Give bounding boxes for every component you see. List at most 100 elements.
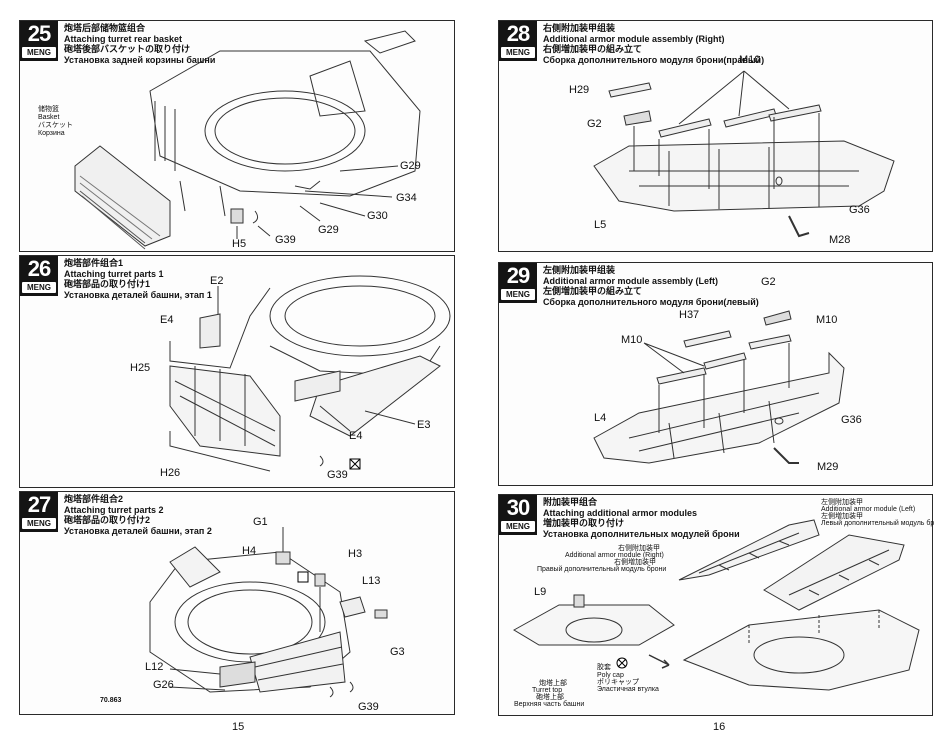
- part-M10c: [768, 104, 822, 122]
- brand-logo: MENG: [22, 282, 56, 293]
- title-ru: Сборка дополнительного модуля брони(левы…: [543, 296, 759, 307]
- title-ru: Установка деталей башни, этап 2: [64, 525, 212, 536]
- page-number-right: 16: [713, 721, 726, 733]
- part-H4: [275, 551, 291, 565]
- part-label: H25: [130, 362, 150, 374]
- part-label: H5: [232, 238, 246, 250]
- poly-cap-ja: ポリキャップ: [597, 678, 639, 686]
- poly-cap-zh: 胶套: [597, 662, 611, 671]
- page-number-left: 15: [232, 721, 245, 733]
- step-number: 29: [506, 263, 530, 288]
- title-zh: 炮塔部件组合2: [64, 494, 124, 504]
- part-H3: [314, 573, 326, 587]
- step-number: 27: [27, 492, 51, 517]
- step-number-badge: 26 MENG: [20, 256, 58, 296]
- turret-ring: [269, 275, 451, 357]
- part-label: G36: [849, 204, 870, 216]
- part-M10a: [658, 118, 712, 138]
- title-ru: Установка дополнительных модулей брони: [543, 528, 740, 539]
- left-module-en: Additional armor module (Left): [821, 506, 915, 513]
- step-28-diagram: M10 H29 G2 L5 G36 M28: [569, 54, 895, 246]
- turret-ring: [174, 581, 326, 663]
- basket: [249, 631, 346, 693]
- title-ru: Сборка дополнительного модуля брони(прав…: [543, 54, 765, 65]
- step-27-panel: 27 MENG 炮塔部件组合2 Attaching turret parts 2…: [19, 491, 455, 715]
- brand-logo: MENG: [501, 47, 535, 58]
- turret-outline: [149, 551, 351, 693]
- turret-ring: [204, 90, 366, 172]
- no-cement-icon: [297, 571, 309, 583]
- armor-plate-L5: [593, 140, 895, 212]
- step-25-panel: 25 MENG 炮塔后部储物篮组合 Attaching turret rear …: [19, 20, 455, 252]
- poly-cap-en: Poly cap: [597, 672, 624, 679]
- part-G2: [763, 310, 792, 326]
- armor-plate-L4: [593, 351, 845, 464]
- part-label: G2: [761, 276, 776, 288]
- part-label: G26: [153, 679, 174, 691]
- poly-cap-ru: Эластичная втулка: [597, 686, 659, 693]
- part-label: G36: [841, 414, 862, 426]
- brand-logo: MENG: [22, 518, 56, 529]
- turret-top-zh: 炮塔上部: [539, 678, 567, 687]
- rack-E4b: [294, 370, 341, 402]
- part-label: L13: [362, 575, 380, 587]
- title-ru: Установка задней корзины башни: [64, 54, 216, 65]
- turret-top-small: [513, 604, 675, 646]
- title-ja: 砲塔部品の取り付け1: [64, 279, 151, 289]
- part-label: G30: [367, 210, 388, 222]
- title-ja: 砲塔後部バスケットの取り付け: [64, 44, 191, 54]
- step-26-diagram: E2 E4 H25 E4 E3 H26 G39: [130, 275, 451, 481]
- part-label: H4: [242, 545, 256, 557]
- part-label: G2: [587, 118, 602, 130]
- step-27-diagram: G1 H4 H3 L13 G3 L12 G26 G39: [145, 516, 405, 713]
- poly-cap: [573, 594, 585, 608]
- part-label: E4: [349, 430, 362, 442]
- part-label: M29: [817, 461, 838, 473]
- part-label: L4: [594, 412, 606, 424]
- title-en: Additional armor module assembly (Left): [543, 275, 719, 286]
- title-ja: 砲塔部品の取り付け2: [64, 515, 151, 525]
- step-number-badge: 29 MENG: [499, 263, 537, 303]
- brand-logo: MENG: [501, 289, 535, 300]
- step-titles: 炮塔部件组合1 Attaching turret parts 1 砲塔部品の取り…: [64, 258, 212, 300]
- title-zh: 炮塔后部储物篮组合: [64, 23, 146, 33]
- step-number-badge: 30 MENG: [499, 495, 537, 535]
- part-label: H29: [569, 84, 589, 96]
- part-label: G39: [327, 469, 348, 481]
- part-H37: [683, 330, 732, 348]
- left-module-ru: Левый дополнительный модуль брони: [821, 519, 934, 527]
- part-M10b: [723, 108, 777, 128]
- title-en: Attaching turret parts 2: [64, 504, 164, 515]
- right-module-en: Additional armor module (Right): [565, 552, 664, 559]
- part-H5: [230, 208, 244, 224]
- part-label: M10: [816, 314, 837, 326]
- part-label: E2: [210, 275, 223, 287]
- rack-E2: [199, 313, 221, 349]
- step-number: 26: [27, 256, 51, 281]
- title-ja: 左側増加装甲の組み立て: [543, 286, 643, 296]
- title-en: Additional armor module assembly (Right): [543, 33, 725, 44]
- title-ja: 右側増加装甲の組み立て: [543, 44, 643, 54]
- step-26-panel: 26 MENG 炮塔部件组合1 Attaching turret parts 1…: [19, 255, 455, 488]
- right-armor-module: [678, 519, 820, 581]
- step-29-diagram: G2 H37 M10 M10 L4 G36 M29: [593, 276, 862, 473]
- part-label: M10: [739, 54, 760, 66]
- title-zh: 炮塔部件组合1: [64, 258, 124, 268]
- part-label: H3: [348, 548, 362, 560]
- rack-H25: [169, 365, 281, 457]
- part-label: H26: [160, 467, 180, 479]
- title-en: Attaching turret rear basket: [64, 33, 183, 44]
- part-label: L5: [594, 219, 606, 231]
- step-number: 28: [506, 21, 530, 46]
- part-label: E4: [160, 314, 173, 326]
- step-28-panel: 28 MENG 右侧附加装甲组装 Additional armor module…: [498, 20, 933, 252]
- step-number: 30: [506, 495, 530, 520]
- title-zh: 右侧附加装甲组装: [543, 23, 616, 33]
- basket-label-zh: 储物篮: [38, 104, 59, 113]
- part-label: M28: [829, 234, 850, 246]
- rail-H26: [169, 431, 271, 472]
- part-M10c: [748, 334, 792, 350]
- brand-logo: MENG: [501, 521, 535, 532]
- product-code: 70.863: [100, 697, 122, 704]
- left-module-zh: 左侧附加装甲: [821, 497, 863, 506]
